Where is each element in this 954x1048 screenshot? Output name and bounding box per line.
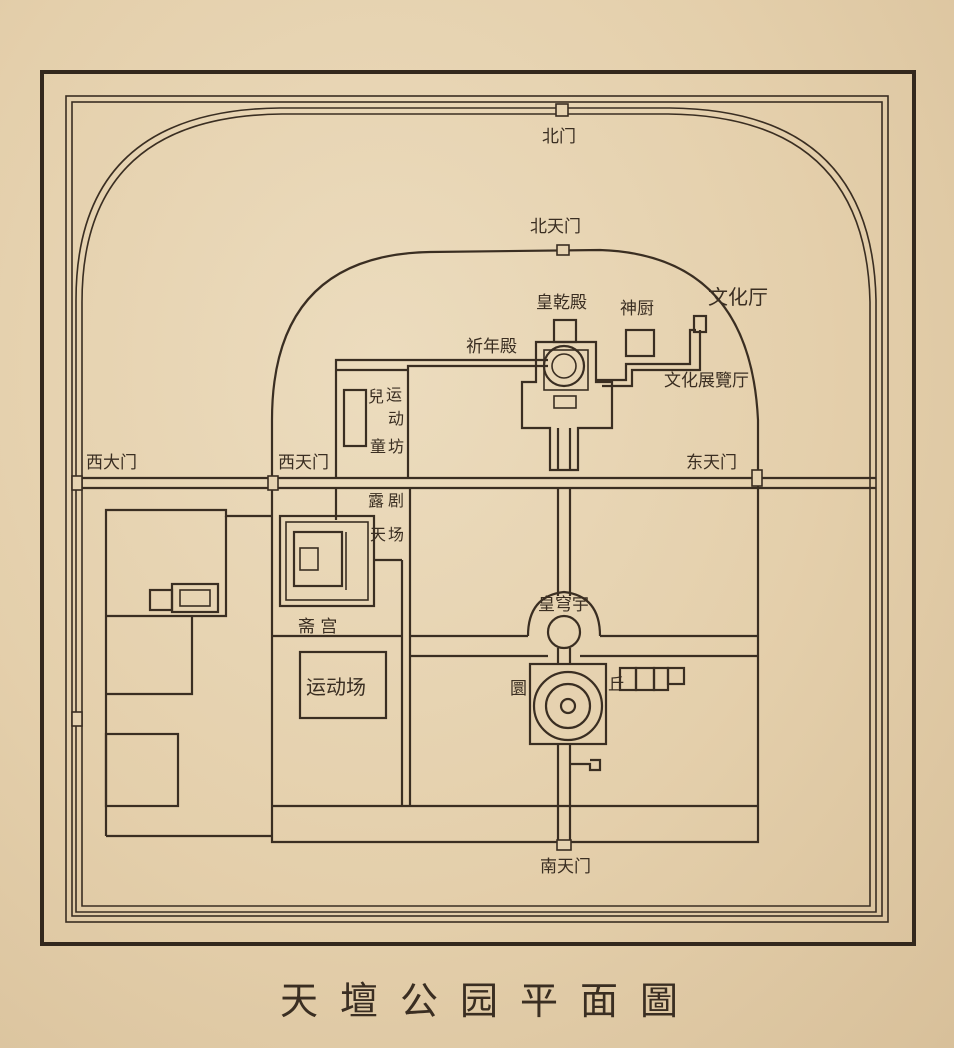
circular-mound-middle-ring	[544, 682, 592, 730]
west-outer-divider	[106, 516, 228, 618]
north-heaven-gate-label: 北天门	[530, 217, 581, 237]
childrens-area-char-1: 兒	[368, 387, 384, 406]
west-outer-block-3	[104, 732, 180, 808]
north-gate-marker[interactable]	[555, 103, 569, 117]
fasting-palace-label: 斋 宫	[298, 617, 337, 637]
west-outer-block-2	[106, 616, 194, 696]
imperial-vault-building[interactable]	[546, 614, 582, 650]
map-outer-frame	[40, 70, 916, 946]
childrens-area-char-4: 动	[388, 409, 404, 428]
south-heaven-gate-marker[interactable]	[556, 839, 572, 851]
path-to-culture-hall	[596, 328, 696, 382]
east-heaven-gate-marker[interactable]	[751, 469, 763, 487]
sports-area-label: 运动场	[306, 675, 366, 699]
west-outer-shrine-inner	[179, 589, 211, 607]
west-outer-block-border	[104, 508, 272, 836]
culture-hall-building[interactable]	[692, 314, 708, 334]
east-heaven-gate-label: 东天门	[686, 453, 737, 473]
west-outer-shrine-2	[170, 582, 220, 614]
north-heaven-gate-marker[interactable]	[556, 244, 570, 256]
map-title: 天壇公园平面圖	[280, 979, 700, 1023]
south-heaven-gate-label: 南天门	[540, 857, 591, 877]
open-air-theater-char-4: 场	[388, 525, 404, 544]
north-enclosure-inner-wall	[406, 364, 548, 478]
childrens-area-char-5: 坊	[388, 437, 404, 456]
mound-storehouse-3	[652, 666, 670, 692]
divine-kitchen-building[interactable]	[624, 328, 656, 358]
outer-wall-line-1	[75, 107, 877, 913]
qinian-hall-platform[interactable]	[520, 340, 614, 472]
map-inner-frame-2	[71, 101, 883, 917]
west-heaven-gate-label: 西天门	[278, 453, 329, 473]
west-heaven-gate-marker[interactable]	[267, 475, 279, 491]
childrens-area-char-3: 童	[370, 437, 386, 456]
childrens-area-building	[342, 388, 368, 448]
fasting-palace-main-hall	[292, 530, 344, 588]
circular-mound-char-2: 丘	[608, 675, 625, 695]
outer-wall-line-2	[81, 113, 871, 907]
culture-hall-label: 文化厅	[708, 285, 768, 309]
qinian-gate	[553, 395, 577, 409]
small-pavilion	[570, 758, 602, 772]
west-main-gate-label: 西大门	[86, 453, 137, 473]
circular-mound-outer-ring	[532, 670, 604, 742]
circular-mound-enclosure[interactable]	[528, 662, 608, 746]
open-air-theater-char-1: 露	[368, 491, 384, 510]
fasting-palace-room	[299, 547, 319, 571]
west-outer-shrine-1	[148, 588, 174, 612]
qinian-hall-outer-circle	[542, 344, 586, 388]
circular-mound-center	[559, 697, 577, 715]
divine-kitchen-label: 神厨	[620, 299, 654, 319]
huangqian-hall-label: 皇乾殿	[536, 293, 587, 313]
imperial-vault-echo-wall	[526, 590, 602, 637]
culture-exhibition-hall-label: 文化展覽厅	[664, 371, 749, 391]
circular-mound-char-1: 圜	[510, 679, 527, 699]
open-air-theater-char-2: 剧	[388, 491, 404, 510]
north-gate-label: 北门	[542, 127, 576, 147]
childrens-area-char-2: 运	[386, 385, 402, 404]
open-air-theater-char-3: 天	[370, 525, 386, 544]
north-enclosure-west-wall	[334, 358, 548, 478]
west-side-gate-marker[interactable]	[71, 711, 83, 727]
imperial-vault-label: 皇穹宇	[538, 595, 589, 615]
fasting-palace-moat	[285, 521, 369, 601]
qinian-hall-label: 祈年殿	[466, 337, 517, 357]
qinian-hall-inner-circle	[551, 353, 577, 379]
mound-storehouse-4	[666, 666, 686, 686]
mound-storehouse-2	[634, 666, 656, 692]
sports-area-field[interactable]	[298, 650, 388, 720]
path-to-culture-hall-2	[602, 330, 702, 388]
fasting-palace-outer-wall[interactable]	[278, 514, 376, 608]
west-main-gate-marker[interactable]	[71, 475, 83, 491]
map-inner-frame-1	[65, 95, 889, 923]
huangqian-hall-building[interactable]	[552, 318, 578, 344]
inner-wall	[270, 248, 760, 844]
